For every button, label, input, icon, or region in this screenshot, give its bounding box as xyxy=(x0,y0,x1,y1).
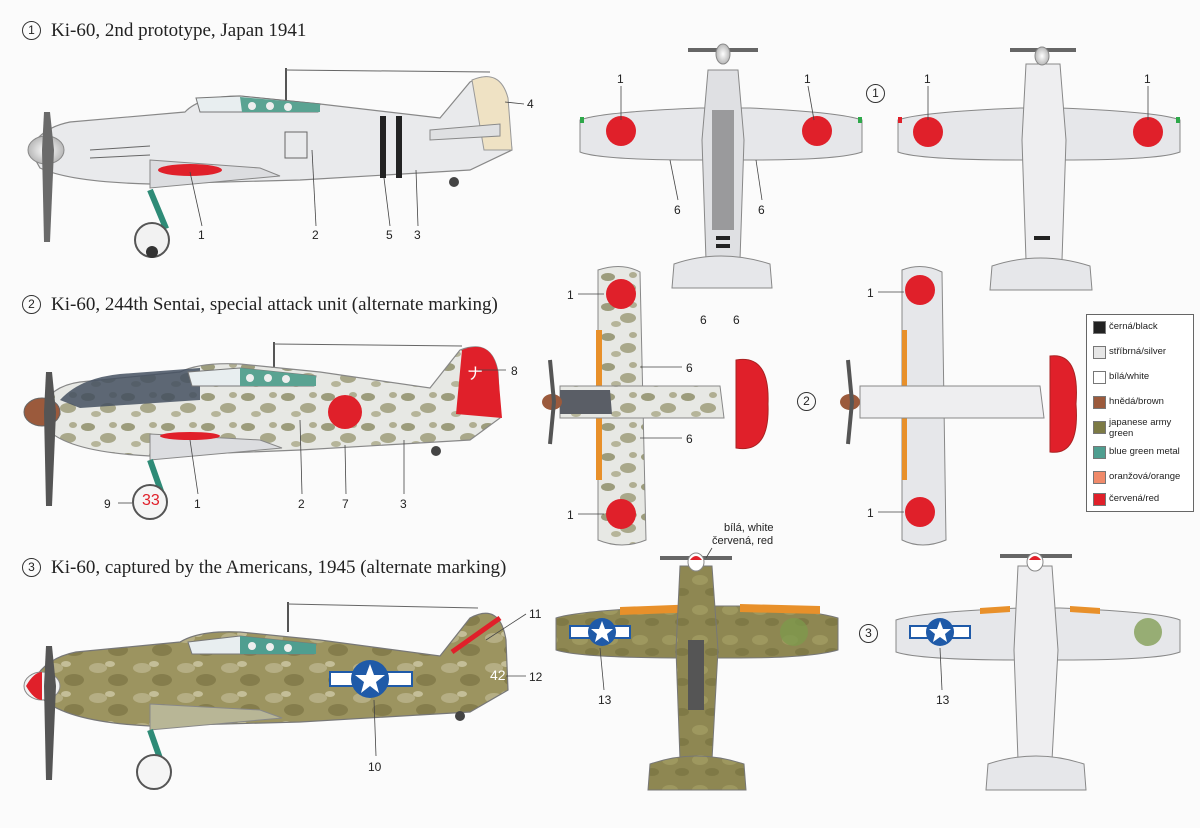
legend-swatch-army-green xyxy=(1093,421,1106,434)
callout-t1-6a: 6 xyxy=(674,203,681,217)
p2-gear-code: 33 xyxy=(142,492,160,509)
legend-label-red: červená/red xyxy=(1109,493,1160,504)
callout-p1-2: 2 xyxy=(312,228,319,242)
legend-swatch-silver xyxy=(1093,346,1106,359)
profile-3-bottom-view xyxy=(895,552,1181,791)
callout-p2-3: 3 xyxy=(400,497,407,511)
callout-b2-1b: 1 xyxy=(867,506,874,520)
callout-p1-4: 4 xyxy=(527,97,534,111)
p3-tail-code: 42 xyxy=(490,667,506,683)
callout-p2-7: 7 xyxy=(342,497,349,511)
view-marker-2: 2 xyxy=(797,392,816,411)
legend-label-black: černá/black xyxy=(1109,321,1158,332)
view-marker-3: 3 xyxy=(859,624,878,643)
color-legend: černá/black stříbrná/silver bílá/white h… xyxy=(1086,314,1194,512)
profile-1-side-view xyxy=(27,68,513,258)
spinner-note-white: bílá, white xyxy=(724,522,774,534)
callout-t2-1a: 1 xyxy=(567,288,574,302)
profile-1-title: 1 Ki-60, 2nd prototype, Japan 1941 xyxy=(22,20,306,42)
spinner-note-red: červená, red xyxy=(712,535,774,547)
profile-2-top-view xyxy=(542,266,769,546)
legend-label-orange: oranžová/orange xyxy=(1109,471,1181,482)
profile-1-bottom-view xyxy=(897,46,1181,291)
callout-p2-9: 9 xyxy=(104,497,111,511)
legend-label-white: bílá/white xyxy=(1109,371,1150,382)
profile-2-number: 2 xyxy=(22,295,41,314)
callout-t3-13: 13 xyxy=(598,693,612,707)
profile-3-title: 3 Ki-60, captured by the Americans, 1945 … xyxy=(22,557,506,579)
callout-t1-6d: 6 xyxy=(733,313,740,327)
callout-b1-1b: 1 xyxy=(1144,72,1151,86)
profile-1-top-view xyxy=(579,43,863,289)
callout-t1-6c: 6 xyxy=(700,313,707,327)
callout-b1-1a: 1 xyxy=(924,72,931,86)
profile-3-title-text: Ki-60, captured by the Americans, 1945 (… xyxy=(51,557,507,578)
profile-2-bottom-view xyxy=(840,266,1077,546)
callout-p2-1: 1 xyxy=(194,497,201,511)
callout-p1-3: 3 xyxy=(414,228,421,242)
legend-swatch-black xyxy=(1093,321,1106,334)
legend-swatch-white xyxy=(1093,371,1106,384)
profile-2-title: 2 Ki-60, 244th Sentai, special attack uni… xyxy=(22,294,498,316)
callout-t1-1b: 1 xyxy=(804,72,811,86)
callout-p2-2: 2 xyxy=(298,497,305,511)
callout-p3-10: 10 xyxy=(368,760,382,774)
profile-3-side-view xyxy=(23,602,509,790)
legend-swatch-brown xyxy=(1093,396,1106,409)
callout-t1-6b: 6 xyxy=(758,203,765,217)
callout-p3-11: 11 xyxy=(529,607,542,621)
legend-label-army-green: japanese army green xyxy=(1109,417,1172,439)
profile-2-title-text: Ki-60, 244th Sentai, special attack unit… xyxy=(51,294,498,315)
callout-t2-6b: 6 xyxy=(686,432,693,446)
callout-t2-6a: 6 xyxy=(686,361,693,375)
profile-1-number: 1 xyxy=(22,21,41,40)
legend-swatch-blue-green-metal xyxy=(1093,446,1106,459)
legend-swatch-red xyxy=(1093,493,1106,506)
profile-3-top-view xyxy=(555,552,839,791)
legend-label-brown: hnědá/brown xyxy=(1109,396,1164,407)
callout-p2-8: 8 xyxy=(511,364,518,378)
profile-1-title-text: Ki-60, 2nd prototype, Japan 1941 xyxy=(51,20,307,41)
legend-label-silver: stříbrná/silver xyxy=(1109,346,1167,357)
legend-label-blue-green-metal: blue green metal xyxy=(1109,446,1180,457)
profile-2-side-view xyxy=(23,342,502,520)
view-marker-1: 1 xyxy=(866,84,885,103)
profile-3-number: 3 xyxy=(22,558,41,577)
callout-p1-5: 5 xyxy=(386,228,393,242)
callout-t1-1a: 1 xyxy=(617,72,624,86)
callout-t2-1b: 1 xyxy=(567,508,574,522)
callout-b2-1a: 1 xyxy=(867,286,874,300)
callout-b3-13: 13 xyxy=(936,693,950,707)
callout-p1-1: 1 xyxy=(198,228,205,242)
callout-p3-12: 12 xyxy=(529,670,543,684)
p2-tail-kana: ナ xyxy=(467,366,484,383)
legend-swatch-orange xyxy=(1093,471,1106,484)
